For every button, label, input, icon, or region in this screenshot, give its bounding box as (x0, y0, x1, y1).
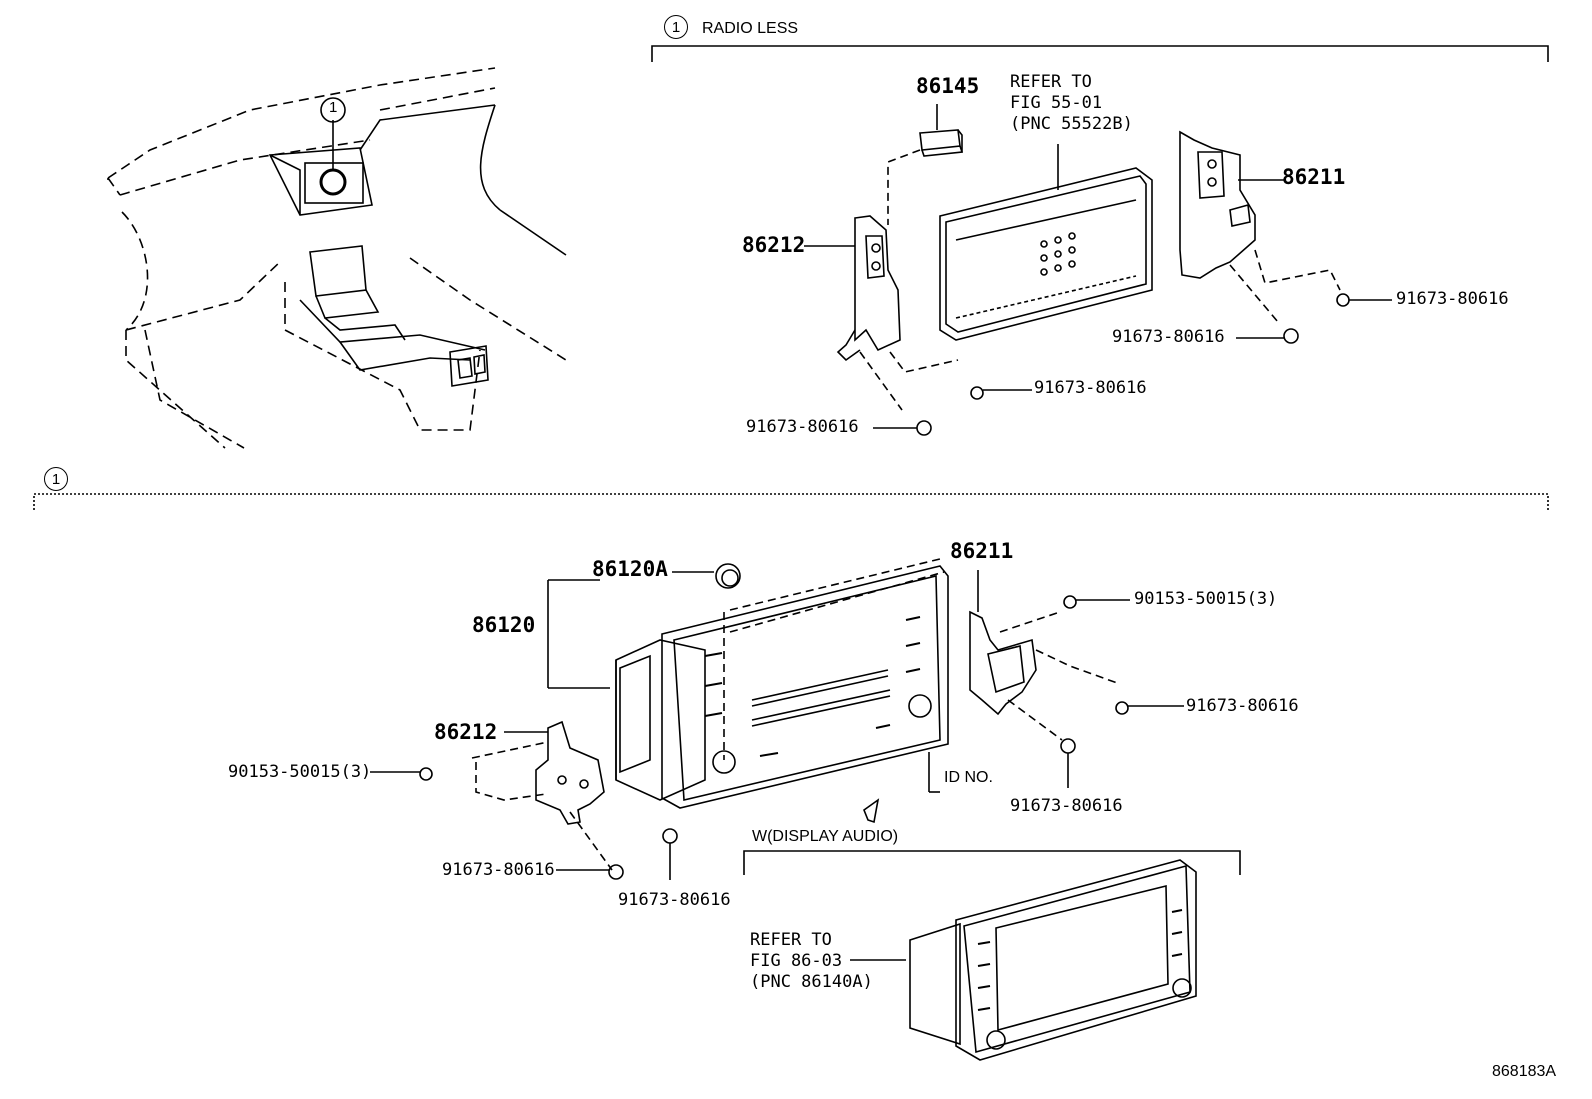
display-audio-refer-2: FIG 86-03 (750, 951, 843, 971)
radio-less-refer-1: REFER TO (1010, 72, 1092, 92)
figure-code: 868183A (1492, 1063, 1557, 1080)
label-86145: 86145 (916, 74, 980, 98)
label-id-no: ID NO. (944, 769, 993, 786)
radio-less-bolt-icons (873, 293, 1392, 436)
label-bolt-radio-less-a: 91673-80616 (1396, 289, 1509, 309)
main-section-divider (33, 493, 1549, 510)
label-86211-main: 86211 (950, 539, 1014, 563)
id-no-pointer (863, 752, 940, 824)
label-86120A: 86120A (592, 557, 668, 581)
display-audio-unit (850, 859, 1197, 1061)
audio-unit-86120 (547, 557, 949, 809)
radio-less-refer-2: FIG 55-01 (1010, 93, 1103, 113)
radio-less-bracket-86211 (1179, 130, 1341, 323)
main-section-marker: 1 (44, 467, 68, 491)
main-bracket-86211 (969, 570, 1121, 741)
label-86120: 86120 (472, 613, 536, 637)
display-audio-bracket (743, 850, 1241, 875)
radio-less-section-marker: 1 (664, 15, 688, 39)
main-bolt-icons (370, 595, 1184, 880)
radio-less-title: RADIO LESS (702, 20, 799, 37)
label-bolt-radio-less-c: 91673-80616 (1034, 378, 1147, 398)
label-bolt-left-a: 91673-80616 (442, 860, 555, 880)
label-bolt-radio-less-d: 91673-80616 (746, 417, 859, 437)
dashboard-overview-illustration (107, 67, 567, 449)
radio-less-bracket (651, 45, 1549, 62)
knob-86120A (672, 563, 741, 589)
label-screw-right: 90153-50015(3) (1134, 589, 1278, 609)
label-86212-main: 86212 (434, 720, 498, 744)
label-bolt-left-b: 91673-80616 (618, 890, 731, 910)
radio-less-panel (939, 144, 1153, 341)
display-audio-refer-3: (PNC 86140A) (750, 972, 873, 992)
main-bracket-86212 (471, 720, 613, 871)
label-bolt-radio-less-b: 91673-80616 (1112, 327, 1225, 347)
label-bolt-right-b: 91673-80616 (1010, 796, 1123, 816)
part-86145-module (887, 104, 964, 225)
label-86212-radio-less: 86212 (742, 233, 806, 257)
label-86211-radio-less: 86211 (1282, 165, 1346, 189)
label-bolt-right-a: 91673-80616 (1186, 696, 1299, 716)
display-audio-title: W(DISPLAY AUDIO) (752, 828, 899, 845)
radio-less-refer-3: (PNC 55522B) (1010, 114, 1133, 134)
display-audio-refer-1: REFER TO (750, 930, 832, 950)
dashboard-callout-circle (320, 97, 346, 123)
label-screw-left: 90153-50015(3) (228, 762, 372, 782)
radio-less-bracket-86212 (804, 215, 959, 411)
dashboard-callout-number: 1 (329, 99, 338, 116)
